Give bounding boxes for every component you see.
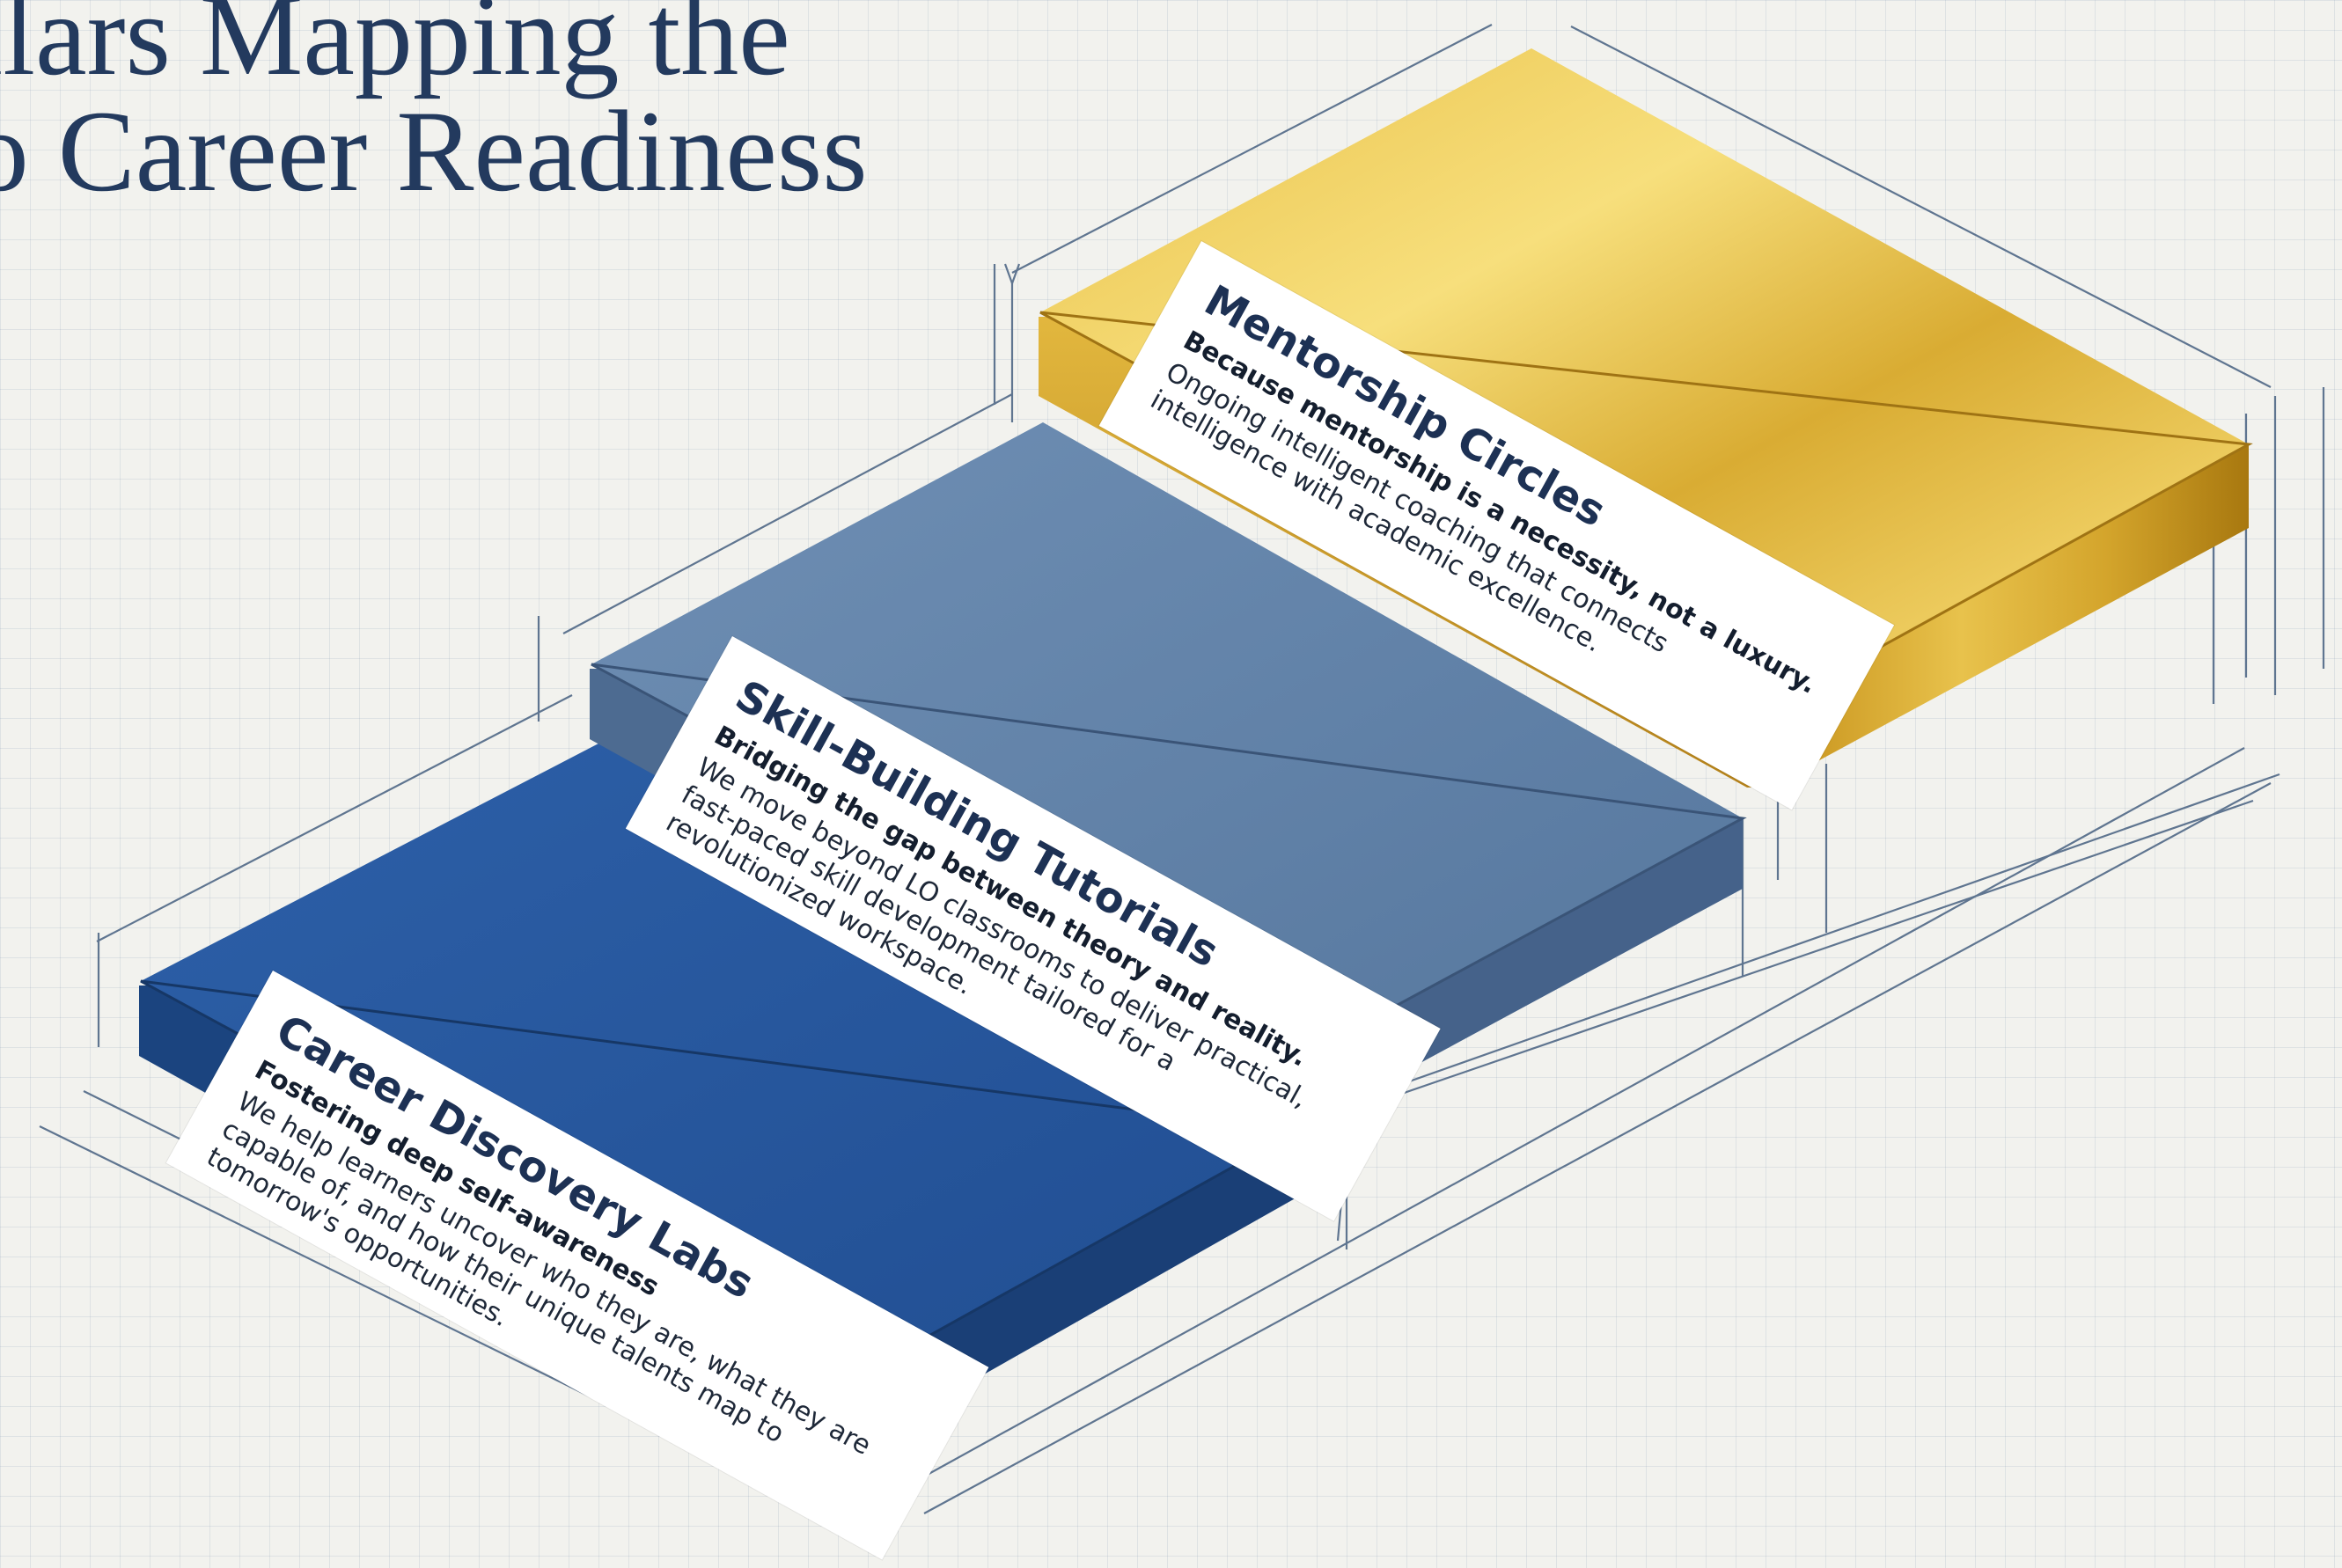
page-title: illars Mapping the to Career Readiness xyxy=(0,0,868,209)
slab-blue-top xyxy=(141,744,1298,1373)
page-title-line-2: to Career Readiness xyxy=(0,86,868,216)
slab-steel-top xyxy=(591,422,1743,1051)
page-title-line-1: illars Mapping the xyxy=(0,0,790,99)
slab-gold-right xyxy=(1769,444,2249,788)
